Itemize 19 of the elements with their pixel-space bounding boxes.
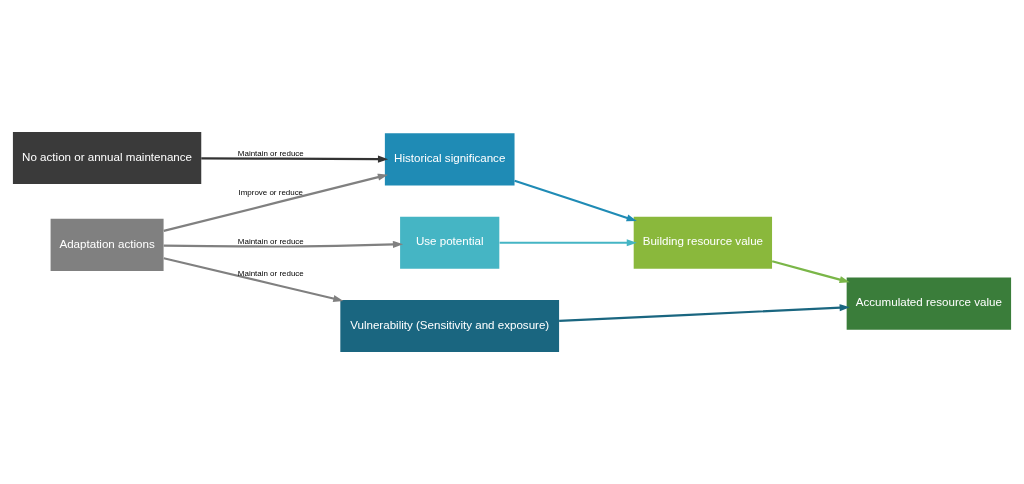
arrow bbox=[163, 173, 389, 232]
node-box: No action or annual maintenance bbox=[12, 131, 202, 185]
node-box: Historical significance bbox=[384, 133, 515, 186]
node-box: Use potential bbox=[400, 216, 500, 269]
arrow bbox=[559, 304, 850, 322]
edge-label: Maintain or reduce bbox=[237, 268, 304, 278]
node-box: Vulnerability (Sensitivity and exposure) bbox=[340, 299, 560, 353]
edge-label: Maintain or reduce bbox=[237, 149, 304, 159]
arrow bbox=[499, 239, 637, 247]
node-box: Adaptation actions bbox=[50, 218, 164, 271]
arrow bbox=[201, 155, 389, 163]
arrow bbox=[163, 240, 404, 248]
edge-label: Maintain or reduce bbox=[237, 237, 304, 247]
node-box: Accumulated resource value bbox=[846, 277, 1012, 330]
edge-label: Improve or reduce bbox=[238, 187, 304, 197]
arrow bbox=[771, 260, 850, 284]
arrow bbox=[163, 257, 344, 303]
arrow bbox=[514, 179, 637, 222]
node-box: Building resource value bbox=[633, 216, 773, 269]
